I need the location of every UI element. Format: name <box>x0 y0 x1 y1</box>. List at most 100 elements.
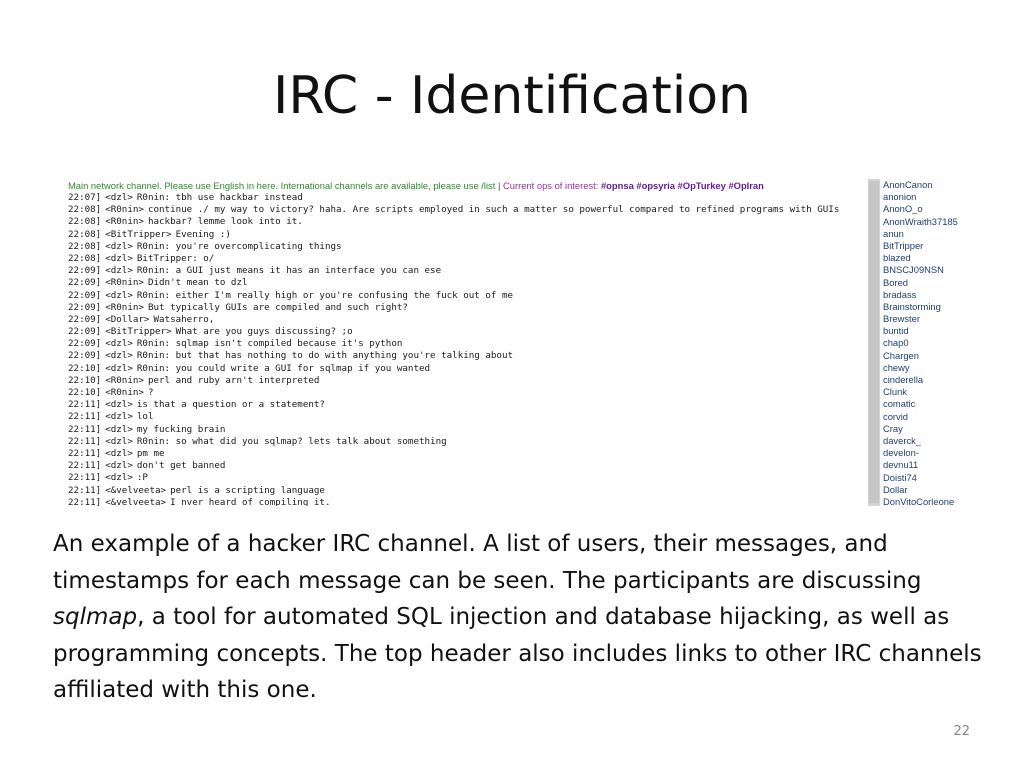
message-row: 22:08]<R0nin>hackbar? lemme look into it… <box>66 216 868 228</box>
message-nick: <dzl> <box>105 192 133 203</box>
message-text: R0nin: a GUI just means it has an interf… <box>136 265 442 277</box>
user-list-item[interactable]: bradass <box>883 288 917 300</box>
user-list-item[interactable]: comatic <box>883 398 916 410</box>
message-row: 22:09]<Dollar>Watsaherro, <box>66 314 868 326</box>
message-text: is that a question or a statement? <box>136 399 325 411</box>
user-list-item[interactable]: anonion <box>883 191 917 203</box>
message-text: :P <box>136 472 148 484</box>
message-nick: <R0nin> <box>105 216 144 228</box>
message-nick: <dzl> <box>105 338 133 350</box>
message-timestamp: 22:09] <box>68 326 102 338</box>
message-row: 22:09]<dzl>R0nin: but that has nothing t… <box>66 350 868 362</box>
message-timestamp: 22:09] <box>68 277 102 289</box>
message-timestamp: 22:09] <box>68 338 102 350</box>
message-text: R0nin: you're overcomplicating things <box>136 240 342 252</box>
user-list-item[interactable]: AnonCanon <box>883 179 933 190</box>
message-timestamp: 22:09] <box>68 301 102 313</box>
user-list-item[interactable]: Clunk <box>883 386 907 398</box>
message-row: 22:08]<dzl>BitTripper: o/ <box>66 253 868 265</box>
message-nick: <R0nin> <box>105 204 144 216</box>
message-row: 22:11]<dzl>my fucking brain <box>66 424 868 436</box>
chat-scrollbar[interactable] <box>868 179 880 506</box>
message-row: 22:08]<dzl>R0nin: you're overcomplicatin… <box>66 241 868 253</box>
message-text: hackbar? lemme look into it. <box>147 216 303 228</box>
user-list-item[interactable]: AnonO_o <box>883 203 923 215</box>
message-row: 22:11]<dzl>:P <box>66 472 868 484</box>
user-list-item[interactable]: Brainstorming <box>883 300 941 312</box>
message-timestamp: 22:08] <box>68 204 102 216</box>
message-nick: <dzl> <box>105 240 133 252</box>
user-list-item[interactable]: Bored <box>883 276 909 288</box>
message-nick: <dzl> <box>105 447 133 459</box>
caption-text-end: , a tool for automated SQL injection and… <box>53 604 982 703</box>
user-list-item[interactable]: develon- <box>883 447 919 459</box>
message-row: 22:10]<dzl>R0nin: you could write a GUI … <box>66 363 868 375</box>
user-list-item[interactable]: BNSCJ09NSN <box>883 264 944 276</box>
topic-separator: | <box>495 180 503 191</box>
message-text: What are you guys discussing? ;o <box>175 326 353 338</box>
topic-channel-links[interactable]: #opnsa #opsyria #OpTurkey #OpIran <box>600 180 764 191</box>
message-timestamp: 22:08] <box>68 252 102 264</box>
message-text: Didn't mean to dzl <box>147 277 248 289</box>
message-nick: <dzl> <box>105 423 133 435</box>
message-row: 22:09]<R0nin>But typically GUIs are comp… <box>66 302 868 314</box>
user-list-item[interactable]: blazed <box>883 252 911 264</box>
message-nick: <dzl> <box>105 460 133 472</box>
irc-screenshot: Main network channel. Please use English… <box>66 179 982 506</box>
user-list-item[interactable]: chewy <box>883 361 910 373</box>
message-timestamp: 22:11] <box>68 472 102 484</box>
message-timestamp: 22:11] <box>68 399 102 411</box>
user-list-item[interactable]: Dollar <box>883 483 908 495</box>
user-list-item[interactable]: Doisti74 <box>883 471 917 483</box>
user-list-item[interactable]: AnonWraith37185 <box>883 215 958 227</box>
message-text: R0nin: but that has nothing to do with a… <box>136 350 514 362</box>
message-timestamp: 22:09] <box>68 289 102 301</box>
message-nick: <dzl> <box>105 435 133 447</box>
message-text: BitTripper: o/ <box>136 252 215 264</box>
user-list-item[interactable]: Chargen <box>883 349 919 361</box>
slide-caption: An example of a hacker IRC channel. A li… <box>53 526 998 709</box>
user-list-item[interactable]: corvid <box>883 410 909 422</box>
user-list-item[interactable]: Brewster <box>883 313 920 325</box>
message-text: I nver heard of compiling it. <box>170 496 331 506</box>
user-list-item[interactable]: daverck_ <box>883 434 922 446</box>
message-row: 22:09]<BitTripper>What are you guys disc… <box>66 326 868 338</box>
message-nick: <R0nin> <box>105 387 144 398</box>
message-timestamp: 22:11] <box>68 496 102 506</box>
message-row: 22:11]<&velveeta>perl is a scripting lan… <box>66 485 868 497</box>
message-timestamp: 22:09] <box>68 313 102 325</box>
user-list-item[interactable]: buntid <box>883 325 909 337</box>
scrollbar-thumb[interactable] <box>869 181 879 503</box>
message-row: 22:11]<dzl>don't get banned <box>66 460 868 472</box>
user-list-item[interactable]: chap0 <box>883 337 909 349</box>
user-list-item[interactable]: devnu11 <box>883 459 919 471</box>
chat-pane: Main network channel. Please use English… <box>66 179 868 506</box>
message-row: 22:10]<R0nin>? <box>66 387 868 399</box>
slide-number: 22 <box>953 724 970 739</box>
message-text: R0nin: tbh use hackbar instead <box>136 192 303 203</box>
message-timestamp: 22:10] <box>68 387 102 398</box>
message-row: 22:08]<R0nin>continue ./ my way to victo… <box>66 204 868 216</box>
message-timestamp: 22:10] <box>68 374 102 386</box>
caption-sqlmap-term: sqlmap <box>53 604 138 630</box>
user-list-item[interactable]: anun <box>883 227 904 239</box>
caption-text-start: An example of a hacker IRC channel. A li… <box>53 531 922 594</box>
message-text: Evening :) <box>175 228 231 240</box>
user-list-item[interactable]: cinderella <box>883 374 924 385</box>
user-list-item[interactable]: BitTripper <box>883 239 924 251</box>
message-nick: <dzl> <box>105 399 133 411</box>
message-timestamp: 22:11] <box>68 447 102 459</box>
user-list-item[interactable]: DonVitoCorleone <box>883 495 955 506</box>
message-text: But typically GUIs are compiled and such… <box>147 301 408 313</box>
message-text: Watsaherro, <box>153 313 215 325</box>
user-list-item[interactable]: Cray <box>883 422 903 434</box>
message-text: R0nin: you could write a GUI for sqlmap … <box>136 362 431 374</box>
message-nick: <dzl> <box>105 362 133 374</box>
message-timestamp: 22:09] <box>68 265 102 277</box>
message-nick: <&velveeta> <box>105 496 167 506</box>
message-timestamp: 22:10] <box>68 362 102 374</box>
message-nick: <R0nin> <box>105 374 144 386</box>
message-row: 22:11]<dzl>is that a question or a state… <box>66 399 868 411</box>
message-timestamp: 22:11] <box>68 484 102 496</box>
message-timestamp: 22:09] <box>68 350 102 362</box>
